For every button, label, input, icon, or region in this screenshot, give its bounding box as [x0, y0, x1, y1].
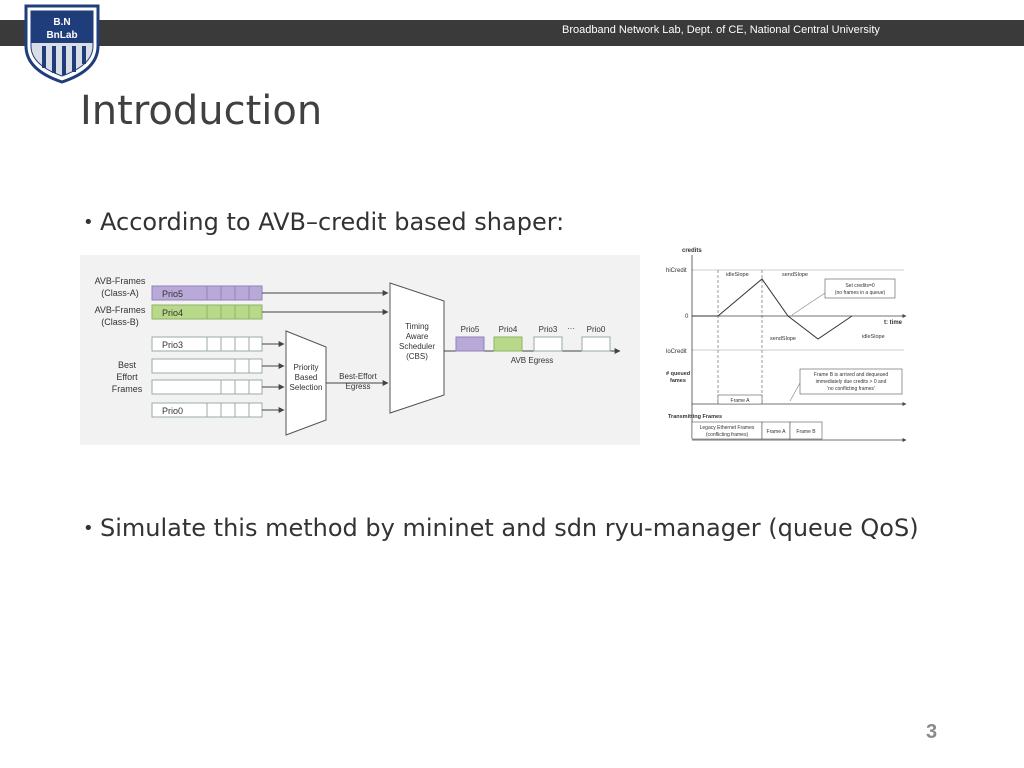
zero-label: 0	[685, 314, 689, 320]
queue-empty-2	[151, 379, 263, 395]
credits-label: credits	[682, 248, 702, 254]
egress-label-prio4: Prio4	[499, 325, 518, 334]
avb-architecture-diagram: AVB-Frames (Class-A) AVB-Frames (Class-B…	[80, 255, 640, 445]
prio5-label: Prio5	[162, 289, 183, 299]
frame-b-note	[799, 368, 903, 395]
label-avb-frames-b: AVB-Frames	[95, 305, 146, 315]
queue-prio5: Prio5	[151, 285, 263, 301]
frame-b-note-line-1: Frame B is arrived and dequeued	[814, 372, 888, 378]
queue-empty-1	[151, 358, 263, 374]
slide-title: Introduction	[80, 88, 323, 134]
lab-name: Broadband Network Lab, Dept. of CE, Nati…	[562, 24, 880, 36]
priority-label-1: Priority	[294, 363, 319, 372]
tx-frame-b	[789, 421, 823, 440]
egress-label-prio0: Prio0	[587, 325, 606, 334]
prio3-label: Prio3	[162, 340, 183, 350]
send-slope-bottom-label: sendSlope	[770, 336, 796, 342]
egress-label-ellipsis: ···	[567, 324, 575, 333]
avb-egress-label: AVB Egress	[511, 356, 554, 365]
scheduler-label-1: Timing	[405, 322, 429, 331]
locredit-label: loCredit	[666, 349, 687, 355]
egress-slot-prio4	[493, 336, 523, 352]
scheduler-label-3: Scheduler	[399, 342, 435, 351]
queue-prio3: Prio3	[151, 336, 263, 352]
queued-label-2: fames	[670, 378, 686, 384]
tx-frame-b-label: Frame B	[796, 429, 816, 435]
label-avb-frames-b-class: (Class-B)	[101, 317, 139, 327]
label-best: Best	[118, 360, 137, 370]
queued-frame-a	[717, 394, 763, 405]
label-avb-frames-a: AVB-Frames	[95, 276, 146, 286]
label-frames: Frames	[112, 384, 143, 394]
idle-slope-bottom-label: idleSlope	[862, 334, 885, 340]
idle-slope-top-label: idleSlope	[726, 272, 749, 278]
hicredit-label: hiCredit	[666, 268, 687, 274]
egress-label-prio3: Prio3	[539, 325, 558, 334]
bullet-text: Simulate this method by mininet and sdn …	[100, 514, 919, 542]
frame-b-note-line-2: immediately due credits > 0 and	[816, 379, 887, 385]
bullet-text: According to AVB–credit based shaper:	[100, 208, 565, 236]
scheduler-block	[389, 282, 445, 414]
header-bar: Broadband Network Lab, Dept. of CE, Nati…	[0, 20, 1024, 46]
bullet-dot: •	[83, 518, 94, 539]
bnlab-logo: B.N BnLab	[24, 4, 100, 84]
frame-b-note-line-3: 'no conflicting frames'	[827, 386, 875, 392]
send-slope-top-label: sendSlope	[782, 272, 808, 278]
priority-selection-block	[285, 330, 327, 436]
bullet-dot: •	[83, 212, 94, 233]
queue-prio4: Prio4	[151, 304, 263, 320]
set-credits-note	[824, 278, 896, 299]
credit-curve	[692, 278, 853, 340]
transmitting-label: Transmitting Frames	[668, 414, 722, 420]
priority-label-3: Selection	[290, 383, 323, 392]
egress-label-prio5: Prio5	[461, 325, 480, 334]
logo-text-top: B.N	[53, 17, 70, 28]
egress-slot-prio3	[533, 336, 563, 352]
scheduler-label-2: Aware	[406, 332, 429, 341]
set-credits-line-1: Set credits=0	[845, 283, 875, 289]
best-effort-egress-label-1: Best-Effort	[339, 372, 377, 381]
page-number: 3	[926, 721, 938, 743]
set-credits-line-2: (no frames in a queue)	[835, 290, 886, 296]
queued-frame-a-label: Frame A	[731, 398, 751, 404]
prio0-label: Prio0	[162, 406, 183, 416]
egress-slot-prio0	[581, 336, 611, 352]
priority-label-2: Based	[295, 373, 318, 382]
tx-legacy-line-1: Legacy Ethernet Frames	[700, 425, 755, 431]
tx-legacy-line-2: (conflicting frames)	[706, 432, 749, 438]
prio4-label: Prio4	[162, 308, 183, 318]
scheduler-label-4: (CBS)	[406, 352, 428, 361]
best-effort-egress-label-2: Egress	[346, 382, 371, 391]
bullet-item: • According to AVB–credit based shaper:	[83, 208, 564, 236]
tx-frame-a-label: Frame A	[767, 429, 787, 435]
label-effort: Effort	[116, 372, 138, 382]
bullet-item: • Simulate this method by mininet and sdn…	[83, 514, 919, 542]
logo-text-bottom: BnLab	[46, 30, 77, 41]
time-axis-label: t: time	[884, 320, 903, 326]
queue-prio0: Prio0	[151, 402, 263, 418]
egress-slot-prio5	[455, 336, 485, 352]
queued-label-1: # queued	[666, 371, 690, 377]
label-avb-frames-a-class: (Class-A)	[101, 288, 139, 298]
credit-timeline-diagram: credits hiCredit 0 loCredit t: time idle…	[662, 243, 910, 443]
